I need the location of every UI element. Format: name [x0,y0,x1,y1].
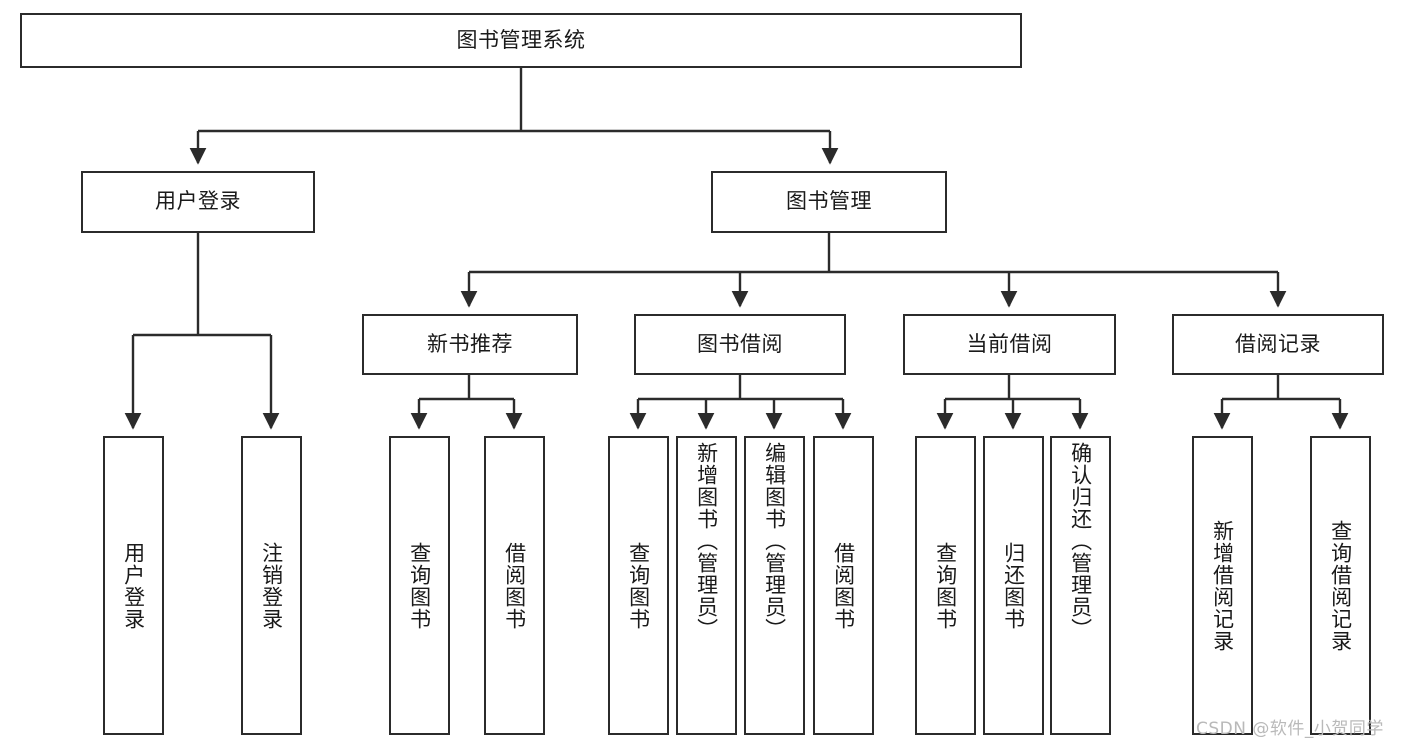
node-book-borrow-label: 图书借阅 [697,331,783,356]
node-book-manage-label: 图书管理 [786,189,872,214]
csdn-watermark: CSDN @软件_小贺同学 [1196,719,1384,739]
node-book-borrow[interactable]: 图书借阅 [634,314,846,375]
node-leaf-add-book[interactable]: 新增图书（管理员） [676,436,737,735]
node-leaf-logout[interactable]: 注销登录 [241,436,302,735]
node-leaf-query-book-1-label: 查询图书 [407,541,432,630]
node-leaf-add-record[interactable]: 新增借阅记录 [1192,436,1253,735]
node-leaf-user-login-label: 用户登录 [121,541,146,630]
node-current-borrow-label: 当前借阅 [966,331,1053,356]
node-leaf-add-record-label: 新增借阅记录 [1210,519,1235,652]
node-leaf-borrow-book-1-label: 借阅图书 [502,541,527,630]
node-leaf-confirm-return-label: 确认归还（管理员） [1068,442,1093,640]
node-leaf-query-book-3[interactable]: 查询图书 [915,436,976,735]
node-leaf-query-record[interactable]: 查询借阅记录 [1310,436,1371,735]
node-leaf-add-book-label: 新增图书（管理员） [694,442,719,640]
node-leaf-confirm-return[interactable]: 确认归还（管理员） [1050,436,1111,735]
node-leaf-borrow-book-2-label: 借阅图书 [831,541,856,630]
node-leaf-borrow-book-2[interactable]: 借阅图书 [813,436,874,735]
node-root[interactable]: 图书管理系统 [20,13,1022,68]
node-root-label: 图书管理系统 [456,27,586,52]
node-book-manage[interactable]: 图书管理 [711,171,947,233]
node-leaf-query-book-3-label: 查询图书 [933,541,958,630]
node-leaf-query-record-label: 查询借阅记录 [1328,519,1353,652]
node-current-borrow[interactable]: 当前借阅 [903,314,1116,375]
node-new-book-rec[interactable]: 新书推荐 [362,314,578,375]
node-new-book-rec-label: 新书推荐 [427,331,513,356]
node-leaf-edit-book[interactable]: 编辑图书（管理员） [744,436,805,735]
node-user-login-label: 用户登录 [155,189,241,214]
node-leaf-user-login[interactable]: 用户登录 [103,436,164,735]
node-leaf-return-book-label: 归还图书 [1001,541,1026,630]
node-leaf-borrow-book-1[interactable]: 借阅图书 [484,436,545,735]
node-user-login[interactable]: 用户登录 [81,171,315,233]
node-leaf-query-book-2-label: 查询图书 [626,541,651,630]
node-borrow-record[interactable]: 借阅记录 [1172,314,1384,375]
node-leaf-return-book[interactable]: 归还图书 [983,436,1044,735]
node-borrow-record-label: 借阅记录 [1235,331,1321,356]
node-leaf-edit-book-label: 编辑图书（管理员） [762,442,787,640]
node-leaf-query-book-1[interactable]: 查询图书 [389,436,450,735]
node-leaf-query-book-2[interactable]: 查询图书 [608,436,669,735]
node-leaf-logout-label: 注销登录 [259,541,284,630]
